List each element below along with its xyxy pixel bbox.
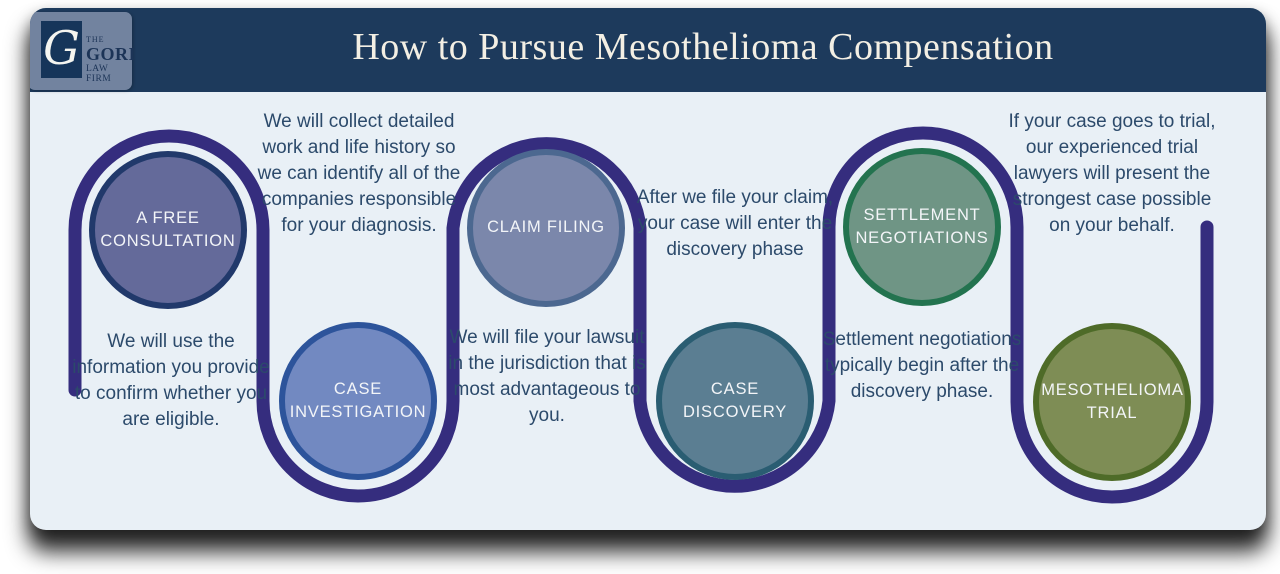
page-title: How to Pursue Mesothelioma Compensation	[352, 26, 1054, 68]
logo-wordmark: THE GORI LAW FIRM	[86, 36, 136, 84]
header-banner: G THE GORI LAW FIRM How to Pursue Mesoth…	[30, 8, 1266, 92]
step-description-case-investigation: We will collect detailed work and life h…	[257, 111, 461, 236]
step-label: CLAIM FILING	[487, 218, 605, 237]
infographic-card: G THE GORI LAW FIRM How to Pursue Mesoth…	[30, 8, 1266, 530]
step-circle-case-discovery: CASE DISCOVERY	[656, 322, 814, 480]
step-label: A FREE CONSULTATION	[100, 208, 236, 250]
step-description-case-discovery: After we file your claim, your case will…	[636, 187, 834, 260]
step-description-mesothelioma-trial: If your case goes to trial, our experien…	[1008, 111, 1216, 236]
step-description-settlement-negotiations: Settlement negotiations typically begin …	[822, 329, 1022, 402]
step-description-free-consultation: We will use the information you provide …	[72, 331, 270, 430]
step-label: CASE INVESTIGATION	[289, 379, 427, 421]
logo-g-icon: G	[43, 20, 80, 75]
step-circle-settlement-negotiations: SETTLEMENT NEGOTIATIONS	[843, 148, 1001, 306]
gori-law-firm-logo: G THE GORI LAW FIRM	[30, 12, 136, 90]
process-flow: A FREE CONSULTATION We will use the info…	[30, 8, 1266, 530]
logo-word-gori: GORI	[86, 44, 137, 64]
logo-word-lawfirm: LAW FIRM	[86, 64, 112, 84]
logo-word-the: THE	[86, 35, 105, 44]
step-label: MESOTHELIOMA TRIAL	[1041, 380, 1184, 422]
step-circle-free-consultation: A FREE CONSULTATION	[89, 151, 247, 309]
step-circle-case-investigation: CASE INVESTIGATION	[279, 322, 437, 480]
step-label: CASE DISCOVERY	[682, 379, 788, 421]
step-label: SETTLEMENT NEGOTIATIONS	[855, 205, 989, 247]
logo-monogram-tile: G	[41, 21, 82, 78]
step-circle-mesothelioma-trial: MESOTHELIOMA TRIAL	[1033, 323, 1191, 481]
step-circle-claim-filing: CLAIM FILING	[467, 149, 625, 307]
step-description-claim-filing: We will file your lawsuit in the jurisdi…	[448, 327, 646, 426]
